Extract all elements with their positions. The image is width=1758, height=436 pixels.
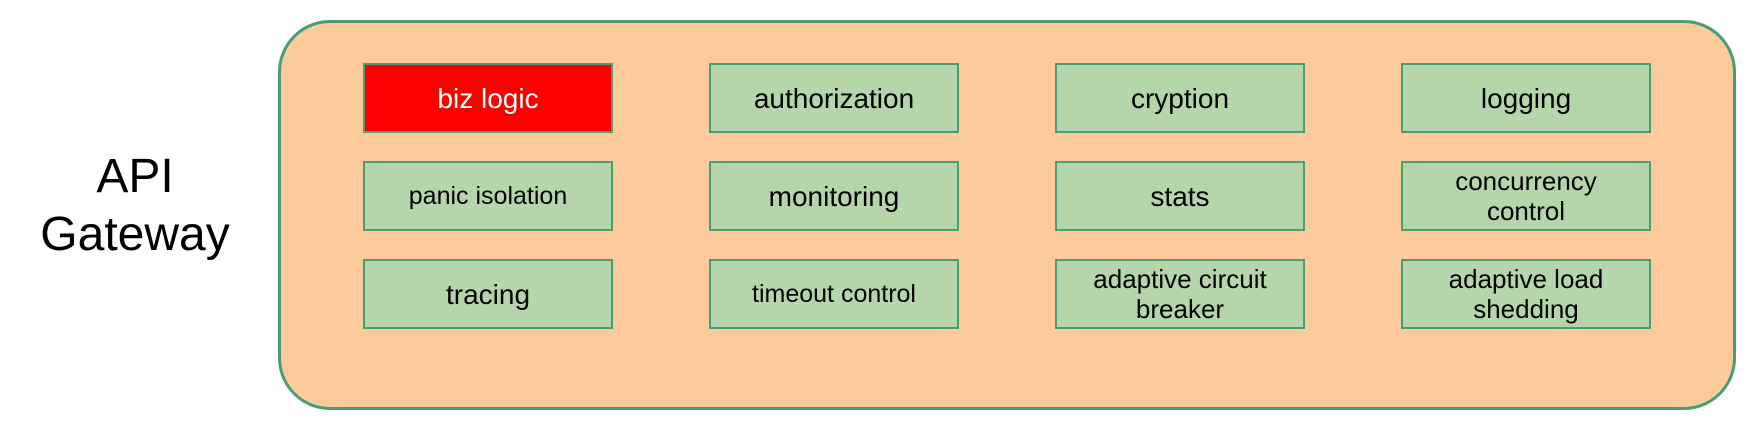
module-box[interactable]: adaptive circuit breaker xyxy=(1055,259,1305,329)
module-box[interactable]: adaptive load shedding xyxy=(1401,259,1651,329)
module-box[interactable]: authorization xyxy=(709,63,959,133)
module-box[interactable]: tracing xyxy=(363,259,613,329)
api-gateway-label: API Gateway xyxy=(40,150,230,261)
api-gateway-container: biz logic authorization cryption logging pan… xyxy=(278,20,1736,410)
module-label: concurrency control xyxy=(1455,166,1597,226)
module-box[interactable]: panic isolation xyxy=(363,161,613,231)
module-label: adaptive circuit breaker xyxy=(1093,264,1267,324)
module-label: cryption xyxy=(1130,82,1230,114)
module-label: logging xyxy=(1480,82,1572,114)
module-box[interactable]: stats xyxy=(1055,161,1305,231)
module-label: panic isolation xyxy=(408,181,568,210)
module-label: stats xyxy=(1150,180,1210,212)
module-box[interactable]: monitoring xyxy=(709,161,959,231)
module-label: monitoring xyxy=(768,180,900,212)
module-box[interactable]: cryption xyxy=(1055,63,1305,133)
module-label: biz logic xyxy=(437,82,539,114)
module-box[interactable]: concurrency control xyxy=(1401,161,1651,231)
module-grid: biz logic authorization cryption logging pan… xyxy=(363,63,1653,369)
module-label: authorization xyxy=(753,82,915,114)
module-label: timeout control xyxy=(752,279,916,308)
module-box[interactable]: timeout control xyxy=(709,259,959,329)
module-box[interactable]: logging xyxy=(1401,63,1651,133)
module-label: tracing xyxy=(445,278,531,310)
module-label: adaptive load shedding xyxy=(1448,264,1604,324)
module-box[interactable]: biz logic xyxy=(363,63,613,133)
